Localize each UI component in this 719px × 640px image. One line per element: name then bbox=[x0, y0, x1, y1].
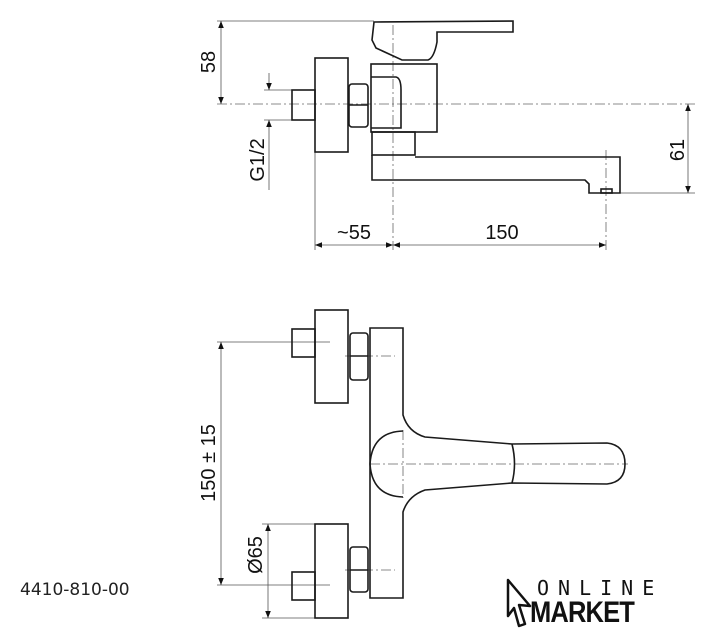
dim-150-15: 150 ± 15 bbox=[198, 424, 220, 502]
lower-inlet-pipe bbox=[291, 571, 316, 601]
product-code: 4410-810-00 bbox=[20, 580, 130, 600]
lower-flange bbox=[314, 523, 349, 619]
lever-handle bbox=[371, 20, 514, 61]
upper-inlet-pipe bbox=[291, 328, 316, 358]
dim-150: 150 bbox=[485, 222, 518, 244]
online-market-logo: ONLINE MARKET bbox=[505, 576, 655, 631]
wall-flange bbox=[314, 57, 349, 153]
spout bbox=[371, 155, 621, 194]
mixer-body-plate bbox=[369, 327, 626, 599]
mixer-body bbox=[370, 63, 438, 133]
dim-diameter-65: Ø65 bbox=[245, 536, 267, 574]
front-view: 150 ± 15 Ø65 bbox=[198, 309, 628, 619]
cursor-arrow-icon bbox=[506, 578, 532, 628]
lever-handle-ball bbox=[369, 430, 404, 498]
dim-58: 58 bbox=[198, 51, 220, 73]
logo-line1: ONLINE bbox=[537, 576, 664, 600]
upper-flange bbox=[314, 309, 349, 404]
dim-thread: G1/2 bbox=[247, 138, 269, 181]
side-view: 58 G1/2 61 ~55 150 bbox=[198, 20, 695, 250]
dim-55: ~55 bbox=[337, 222, 371, 244]
inlet-pipe bbox=[291, 89, 316, 121]
dim-61: 61 bbox=[667, 139, 689, 161]
logo-line2: MARKET bbox=[530, 596, 635, 629]
